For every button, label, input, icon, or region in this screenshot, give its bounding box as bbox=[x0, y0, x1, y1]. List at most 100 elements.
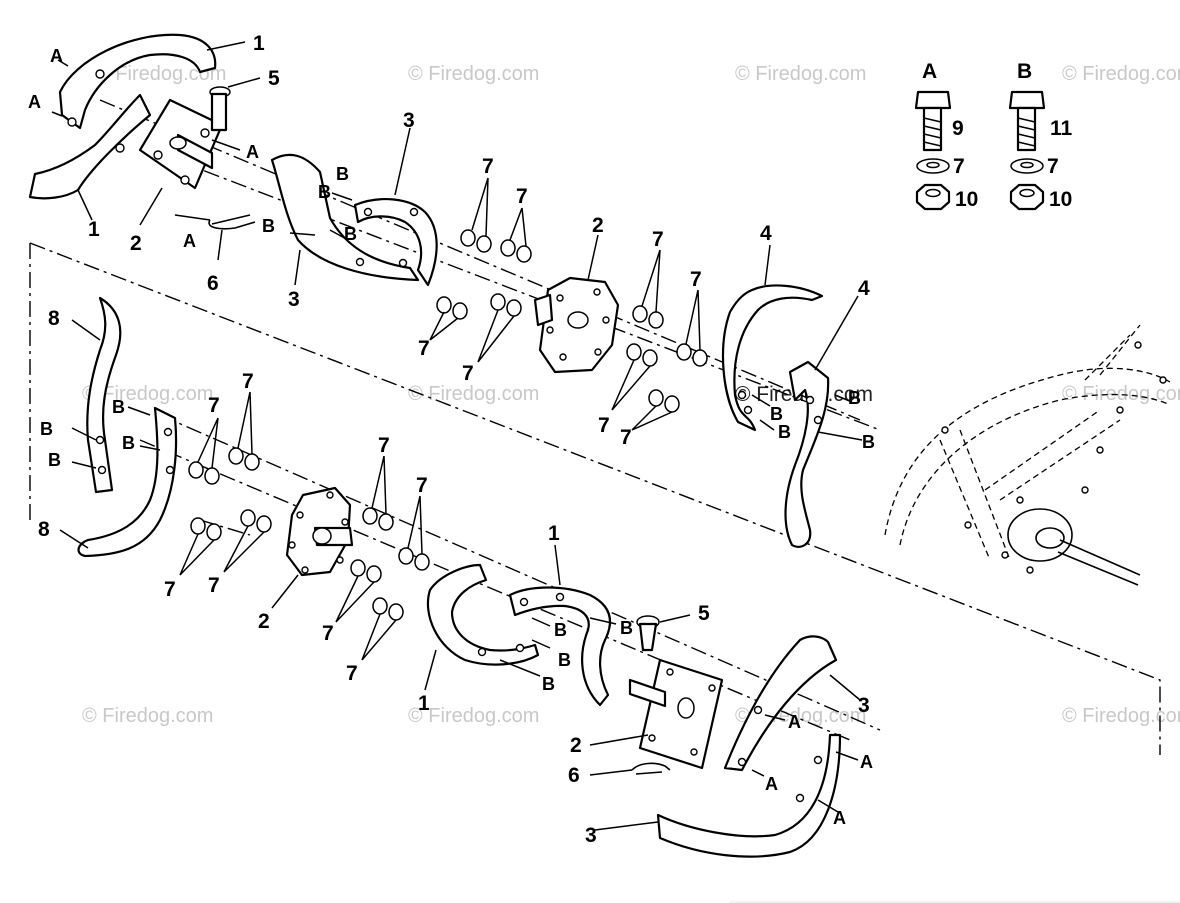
key-a-nut-number: 10 bbox=[955, 188, 978, 211]
callout-a: A bbox=[246, 142, 259, 162]
tine-8 bbox=[77, 406, 178, 558]
lower-right-mounting bbox=[589, 614, 724, 776]
callout-b: B bbox=[122, 433, 135, 453]
callout-a: A bbox=[50, 46, 63, 66]
callout-7: 7 bbox=[208, 574, 220, 597]
callout-3: 3 bbox=[288, 288, 300, 311]
bolt-icon bbox=[1008, 90, 1046, 152]
lower-tine-pair-3 bbox=[594, 635, 861, 858]
callout-7: 7 bbox=[620, 426, 632, 449]
hub-flange-2 bbox=[271, 486, 354, 609]
tine-3 bbox=[723, 635, 838, 772]
callout-b: B bbox=[542, 674, 555, 694]
callout-2: 2 bbox=[258, 610, 270, 633]
watermark: © Firedog.com bbox=[1062, 383, 1180, 405]
callout-6: 6 bbox=[568, 764, 580, 787]
callout-7: 7 bbox=[164, 578, 176, 601]
callout-5: 5 bbox=[698, 602, 710, 625]
callout-3: 3 bbox=[858, 694, 870, 717]
callout-2: 2 bbox=[570, 734, 582, 757]
callout-7: 7 bbox=[346, 662, 358, 685]
callout-b: B bbox=[554, 620, 567, 640]
callout-b: B bbox=[862, 432, 875, 452]
tine-3 bbox=[353, 198, 438, 287]
callout-b: B bbox=[558, 650, 571, 670]
watermark: © Firedog.com bbox=[95, 63, 226, 85]
watermark: © Firedog.com bbox=[735, 63, 866, 85]
watermark: © Firedog.com bbox=[735, 383, 873, 406]
tine-4 bbox=[721, 284, 824, 432]
tine-1 bbox=[426, 563, 540, 666]
watermark: © Firedog.com bbox=[408, 383, 539, 405]
watermark: © Firedog.com bbox=[408, 63, 539, 85]
callout-b: B bbox=[336, 164, 349, 184]
callout-3: 3 bbox=[585, 824, 597, 847]
watermark: © Firedog.com bbox=[82, 383, 213, 405]
upper-lockwashers-7 bbox=[429, 177, 708, 431]
callout-6: 6 bbox=[207, 272, 219, 295]
upper-tine-pair-3 bbox=[270, 127, 438, 287]
callout-7: 7 bbox=[322, 622, 334, 645]
callout-1: 1 bbox=[418, 692, 430, 715]
assembly-outline bbox=[29, 242, 1161, 755]
key-label-a: A bbox=[922, 60, 937, 83]
callout-7: 7 bbox=[690, 268, 702, 291]
tine-1 bbox=[508, 586, 612, 707]
lockwasher-icon bbox=[916, 158, 950, 174]
callout-a: A bbox=[833, 808, 846, 828]
key-a-bolt-number: 9 bbox=[952, 117, 964, 140]
callout-b: B bbox=[620, 618, 633, 638]
upper-tine-pair-4 bbox=[721, 244, 863, 548]
tine-4 bbox=[784, 360, 830, 548]
callout-a: A bbox=[28, 92, 41, 112]
callout-a: A bbox=[860, 752, 873, 772]
upper-left-tine-assembly bbox=[28, 33, 261, 261]
lower-lockwashers-7 bbox=[179, 391, 430, 661]
nut-icon bbox=[915, 183, 951, 211]
hub-flange-2 bbox=[533, 234, 620, 374]
callout-7: 7 bbox=[482, 155, 494, 178]
lower-tine-pair-1 bbox=[424, 544, 617, 707]
callout-2: 2 bbox=[592, 214, 604, 237]
callout-7: 7 bbox=[418, 337, 430, 360]
watermark: © Firedog.com bbox=[408, 705, 539, 727]
key-a-lockwasher-number: 7 bbox=[953, 155, 965, 178]
key-b-nut-number: 10 bbox=[1049, 188, 1072, 211]
callout-b: B bbox=[344, 224, 357, 244]
watermark: © Firedog.com bbox=[82, 705, 213, 727]
tiller-housing bbox=[884, 324, 1171, 586]
callout-7: 7 bbox=[516, 185, 528, 208]
lockwasher-icon bbox=[1010, 158, 1044, 174]
callout-b: B bbox=[48, 450, 61, 470]
callout-8: 8 bbox=[38, 518, 50, 541]
callout-b: B bbox=[318, 182, 331, 202]
callout-4: 4 bbox=[760, 222, 772, 245]
callout-7: 7 bbox=[598, 414, 610, 437]
callout-1: 1 bbox=[88, 218, 100, 241]
bolt-icon bbox=[914, 90, 952, 152]
clevis-pin-5 bbox=[209, 86, 231, 132]
callout-7: 7 bbox=[242, 370, 254, 393]
callout-1: 1 bbox=[548, 522, 560, 545]
callout-b: B bbox=[778, 422, 791, 442]
callout-b: B bbox=[40, 419, 53, 439]
callout-2: 2 bbox=[130, 232, 142, 255]
key-b-bolt-number: 11 bbox=[1050, 117, 1073, 140]
callout-a: A bbox=[765, 774, 778, 794]
nut-icon bbox=[1009, 183, 1045, 211]
callout-7: 7 bbox=[652, 228, 664, 251]
callout-b: B bbox=[262, 216, 275, 236]
callout-a: A bbox=[183, 231, 196, 251]
tine-1 bbox=[58, 33, 217, 130]
callout-7: 7 bbox=[416, 474, 428, 497]
callout-b: B bbox=[770, 404, 783, 424]
key-b-lockwasher-number: 7 bbox=[1047, 155, 1059, 178]
clevis-pin-5 bbox=[636, 615, 660, 652]
tine-8 bbox=[86, 296, 122, 494]
fastener-key: A B 9 7 10 11 7 bbox=[914, 60, 1073, 211]
callout-7: 7 bbox=[462, 362, 474, 385]
lower-tine-pair-8 bbox=[59, 296, 178, 558]
callout-a: A bbox=[788, 712, 801, 732]
watermark: © Firedog.com bbox=[1062, 705, 1180, 727]
